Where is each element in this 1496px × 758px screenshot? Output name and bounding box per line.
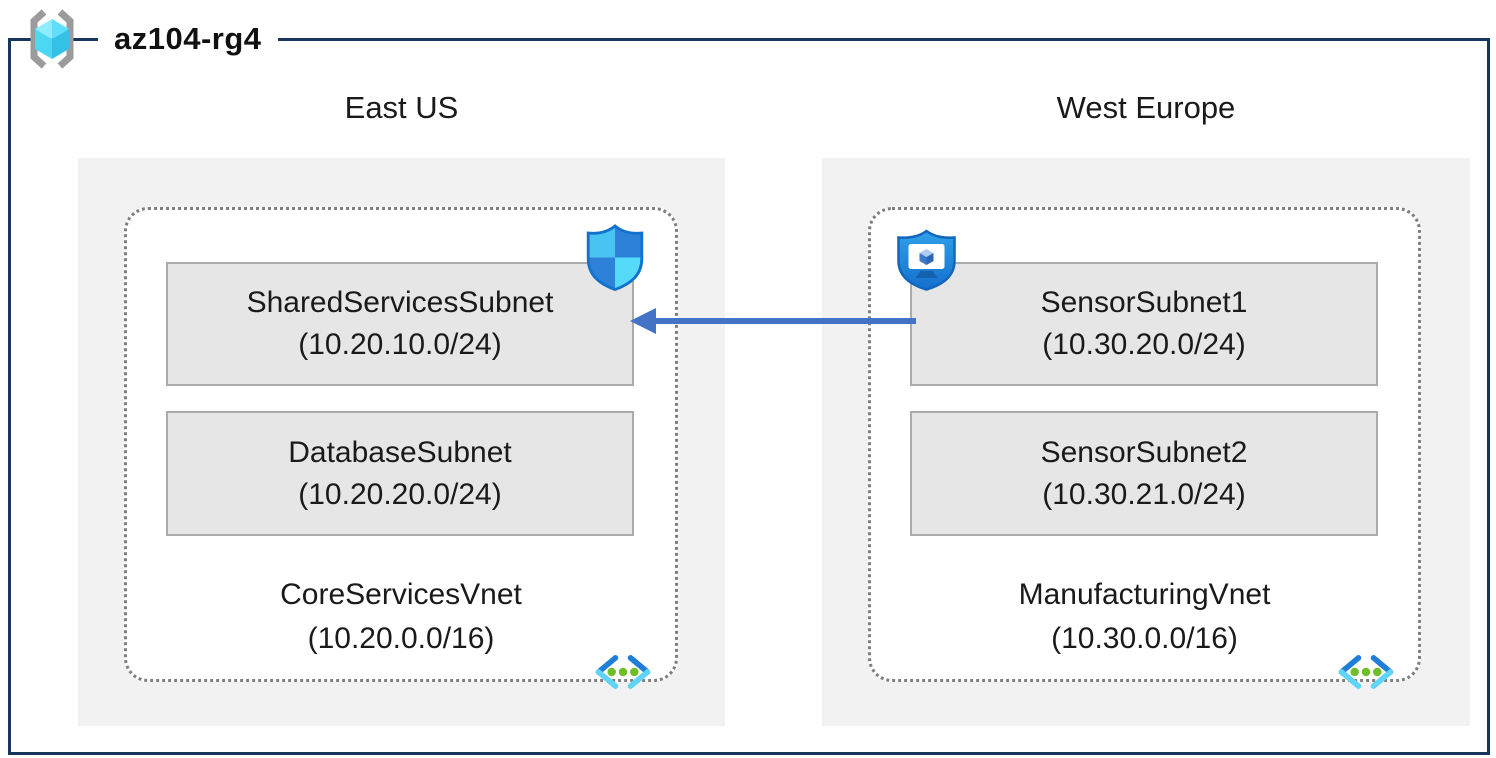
virtual-network-icon [595,655,651,689]
vnet-cidr: (10.30.0.0/16) [1051,622,1238,655]
vnet-label-coreservices: CoreServicesVnet (10.20.0.0/16) [127,573,675,661]
vnet-label-manufacturing: ManufacturingVnet (10.30.0.0/16) [871,573,1418,661]
nsg-shield-icon [586,224,644,291]
resource-group-title: az104-rg4 [98,8,278,70]
subnet-name: SensorSubnet2 [1040,435,1248,469]
resource-group-icon [30,9,74,69]
region-title-west-europe: West Europe [1056,90,1236,125]
virtual-network-icon [1338,655,1394,689]
vnet-cidr: (10.20.0.0/16) [307,622,495,655]
peering-arrow [630,308,916,334]
subnet-cidr: (10.20.20.0/24) [298,477,502,511]
subnet-name: SharedServicesSubnet [246,286,554,319]
asg-shield-icon [897,229,956,291]
subnet-box-sensorsubnet2: SensorSubnet2 (10.30.21.0/24) [910,411,1378,536]
vnet-box-manufacturing: SensorSubnet1 (10.30.20.0/24) SensorSubn… [868,207,1421,689]
subnet-cidr: (10.30.21.0/24) [1042,477,1246,511]
subnet-name: DatabaseSubnet [288,435,512,469]
subnet-name: SensorSubnet1 [1040,286,1248,319]
subnet-cidr: (10.30.20.0/24) [1042,328,1246,361]
subnet-box-database: DatabaseSubnet (10.20.20.0/24) [166,411,634,536]
subnet-box-sharedservices: SharedServicesSubnet (10.20.10.0/24) [166,262,634,386]
vnet-name: CoreServicesVnet [280,578,522,611]
region-title-east-us: East US [344,90,459,125]
region-panel-west-europe: SensorSubnet1 (10.30.20.0/24) SensorSubn… [822,158,1470,726]
vnet-name: ManufacturingVnet [1018,578,1271,611]
resource-group-legend: az104-rg4 [20,8,278,70]
subnet-cidr: (10.20.10.0/24) [298,328,502,361]
subnet-box-sensorsubnet1: SensorSubnet1 (10.30.20.0/24) [910,262,1378,386]
resource-group-frame [8,38,1490,755]
vnet-box-coreservices: SharedServicesSubnet (10.20.10.0/24) Dat… [124,207,678,689]
